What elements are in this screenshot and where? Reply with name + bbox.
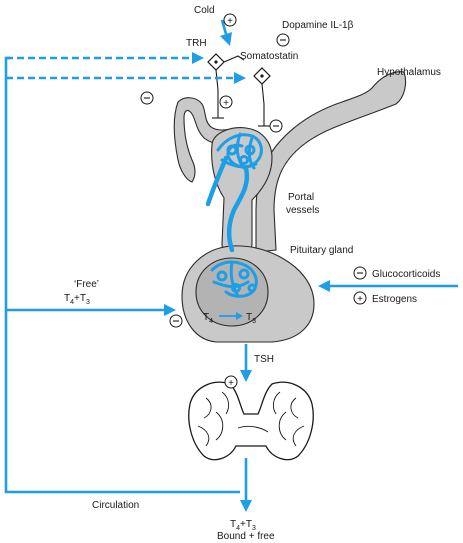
label-pituitary-t4: T4 — [203, 312, 213, 325]
portal-capillaries — [205, 132, 263, 298]
sign-somatostatin-negative — [269, 119, 283, 133]
diagram-labels: Cold Dopamine IL-1β TRH Somatostatin Hyp… — [64, 5, 441, 542]
label-cold: Cold — [194, 5, 215, 16]
sign-cold-positive: + — [223, 13, 237, 27]
svg-text:+: + — [223, 98, 229, 109]
label-glucocorticoids: Glucocorticoids — [372, 269, 440, 280]
label-vessels: vessels — [286, 205, 319, 216]
regulation-signs: + + + + — [140, 13, 367, 389]
label-somatostatin: Somatostatin — [240, 51, 298, 62]
label-pituitary: Pituitary gland — [290, 245, 353, 256]
label-trh: TRH — [186, 38, 207, 49]
sign-trh-positive: + — [219, 95, 233, 109]
hypothalamus-tissue — [173, 71, 407, 257]
sign-dopamine-negative — [276, 33, 290, 47]
sign-estrogens-positive: + — [353, 291, 367, 305]
sign-glucocorticoids-negative — [353, 266, 367, 280]
svg-text:+: + — [357, 294, 363, 305]
label-bound-free: Bound + free — [217, 531, 275, 542]
label-free: ‘Free’ — [74, 279, 99, 290]
label-circulation: Circulation — [92, 500, 139, 511]
label-pituitary-t3: T3 — [246, 312, 256, 325]
label-hypothalamus: Hypothalamus — [377, 67, 441, 78]
label-free-t4-t3: T4+T3 — [64, 293, 90, 306]
label-portal: Portal — [288, 192, 314, 203]
label-output-t4-t3: T4+T3 — [230, 519, 256, 532]
sign-tsh-positive: + — [224, 375, 238, 389]
sign-feedback-negative — [140, 91, 154, 105]
label-tsh: TSH — [254, 354, 274, 365]
somatostatin-neuron — [253, 67, 271, 127]
label-dopamine: Dopamine IL-1β — [282, 20, 354, 31]
feedback-flows — [4, 19, 458, 512]
sign-free-t4-negative — [169, 314, 183, 328]
label-estrogens: Estrogens — [372, 294, 417, 305]
thyroid-gland — [188, 381, 314, 461]
svg-text:+: + — [227, 16, 233, 27]
svg-text:+: + — [228, 378, 234, 389]
trh-neuron — [207, 53, 245, 119]
